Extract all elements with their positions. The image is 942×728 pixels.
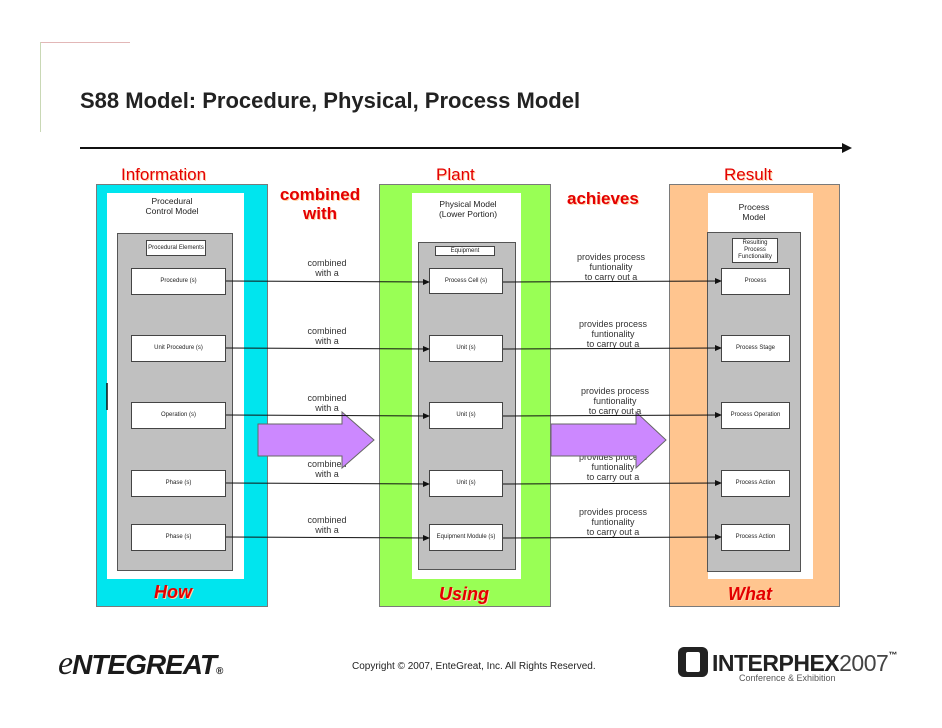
copyright-text: Copyright © 2007, EnteGreat, Inc. All Ri… xyxy=(352,661,596,672)
connector-arrow xyxy=(502,278,722,285)
big-arrow-right xyxy=(550,410,667,470)
combined-with-text: combined with a xyxy=(307,326,347,346)
combined-with-label: combined with xyxy=(279,185,361,223)
entegreat-logo-text: NTEGREAT xyxy=(72,649,217,680)
entegreat-logo-mark: ® xyxy=(216,666,223,677)
combined-with-text: combined with a xyxy=(307,515,347,535)
connector-arrow xyxy=(502,412,722,419)
top-timeline-arrowhead xyxy=(842,143,852,153)
process-model-title: Process Model xyxy=(738,202,770,222)
phase-box: Phase (s) xyxy=(131,524,226,551)
combined-with-text: combined with a xyxy=(307,258,347,278)
unit-procedure-box: Unit Procedure (s) xyxy=(131,335,226,362)
decor-line-top xyxy=(40,42,130,43)
provides-functionality-text: provides process funtionality to carry o… xyxy=(578,507,648,537)
procedure-box: Procedure (s) xyxy=(131,268,226,295)
plant-heading: Plant xyxy=(436,165,475,184)
connector-arrow xyxy=(502,480,722,487)
connector-arrow xyxy=(225,412,430,419)
equipment-header: Equipment xyxy=(435,246,495,256)
process-box: Process xyxy=(721,268,790,295)
using-label: Using xyxy=(439,584,490,604)
interphex-logo: INTERPHEX2007™ xyxy=(712,650,897,677)
physical-model-title: Physical Model (Lower Portion) xyxy=(438,199,498,219)
interphex-logo-tm: ™ xyxy=(888,650,897,660)
operation-box: Operation (s) xyxy=(131,402,226,429)
result-heading: Result xyxy=(724,165,773,184)
connector-arrow xyxy=(502,345,722,352)
interphex-logo-name: INTERPHEX xyxy=(712,650,840,676)
unit-box: Unit (s) xyxy=(429,470,503,497)
procedural-elements-header: Procedural Elements xyxy=(146,240,206,256)
information-heading: Information xyxy=(121,165,207,184)
interphex-logo-mark-inner xyxy=(686,652,700,672)
process-operation-box: Process Operation xyxy=(721,402,790,429)
resulting-functionality-header: Resulting Process Functionality xyxy=(732,238,778,263)
provides-functionality-text: provides process funtionality to carry o… xyxy=(580,386,650,416)
combined-with-text: combined with a xyxy=(307,459,347,479)
connector-arrow xyxy=(225,278,430,285)
interphex-logo-subtitle: Conference & Exhibition xyxy=(739,673,836,683)
connector-arrow xyxy=(225,345,430,352)
provides-functionality-text: provides process funtionality to carry o… xyxy=(578,319,648,349)
connector-arrow xyxy=(502,534,722,541)
provides-functionality-text: provides process funtionality to carry o… xyxy=(578,452,648,482)
equipment-module-box: Equipment Module (s) xyxy=(429,524,503,551)
decor-line-left xyxy=(40,42,41,132)
process-action-box: Process Action xyxy=(721,470,790,497)
big-arrow-left xyxy=(257,410,375,470)
procedural-control-model-title: Procedural Control Model xyxy=(145,196,199,216)
combined-with-text: combined with a xyxy=(307,393,347,413)
what-label: What xyxy=(728,584,772,604)
achieves-label: achieves xyxy=(567,189,639,208)
entegreat-logo-initial: e xyxy=(58,645,73,682)
how-label: How xyxy=(154,582,192,602)
provides-functionality-text: provides process funtionality to carry o… xyxy=(576,252,646,282)
connector-arrow xyxy=(225,534,430,541)
process-cell-box: Process Cell (s) xyxy=(429,268,503,294)
slide-title: S88 Model: Procedure, Physical, Process … xyxy=(80,88,581,113)
connector-arrow xyxy=(225,480,430,487)
phase-box: Phase (s) xyxy=(131,470,226,497)
interphex-logo-year: 2007 xyxy=(839,650,889,676)
entegreat-logo: eNTEGREAT® xyxy=(58,645,223,683)
